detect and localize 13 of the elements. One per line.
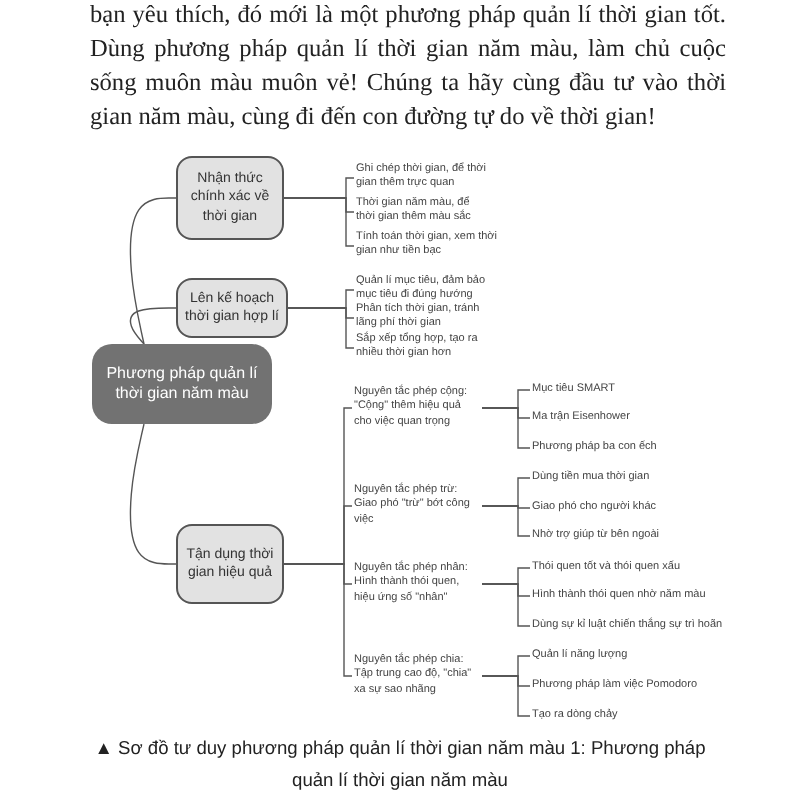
connector-line	[129, 423, 177, 565]
connector-line	[481, 407, 531, 449]
figure-caption: ▲ Sơ đồ tư duy phương pháp quản lí thời gian năm màu 1: Phương pháp quản lí thời gian năm màu	[92, 736, 708, 794]
connector-line	[481, 583, 531, 627]
connector-line	[129, 197, 177, 345]
connector-line	[287, 307, 355, 349]
connector-line	[481, 505, 531, 537]
connector-line	[129, 307, 177, 345]
connector-line	[283, 563, 353, 677]
central-topic-box: Phương pháp quản lí thời gian năm màu	[92, 344, 272, 424]
body-paragraph: bạn yêu thích, đó mới là một phương pháp quản lí thời gian tốt. Dùng phương pháp quản lí thời gian năm màu, làm chủ cuộc sống muôn màu muôn vẻ! Chúng ta hãy cùng đầu tư vào thời gian năm màu, cùng đi đến con đường tự do về thời gian!	[90, 0, 726, 134]
connector-line	[283, 197, 355, 247]
connector-line	[481, 675, 531, 717]
